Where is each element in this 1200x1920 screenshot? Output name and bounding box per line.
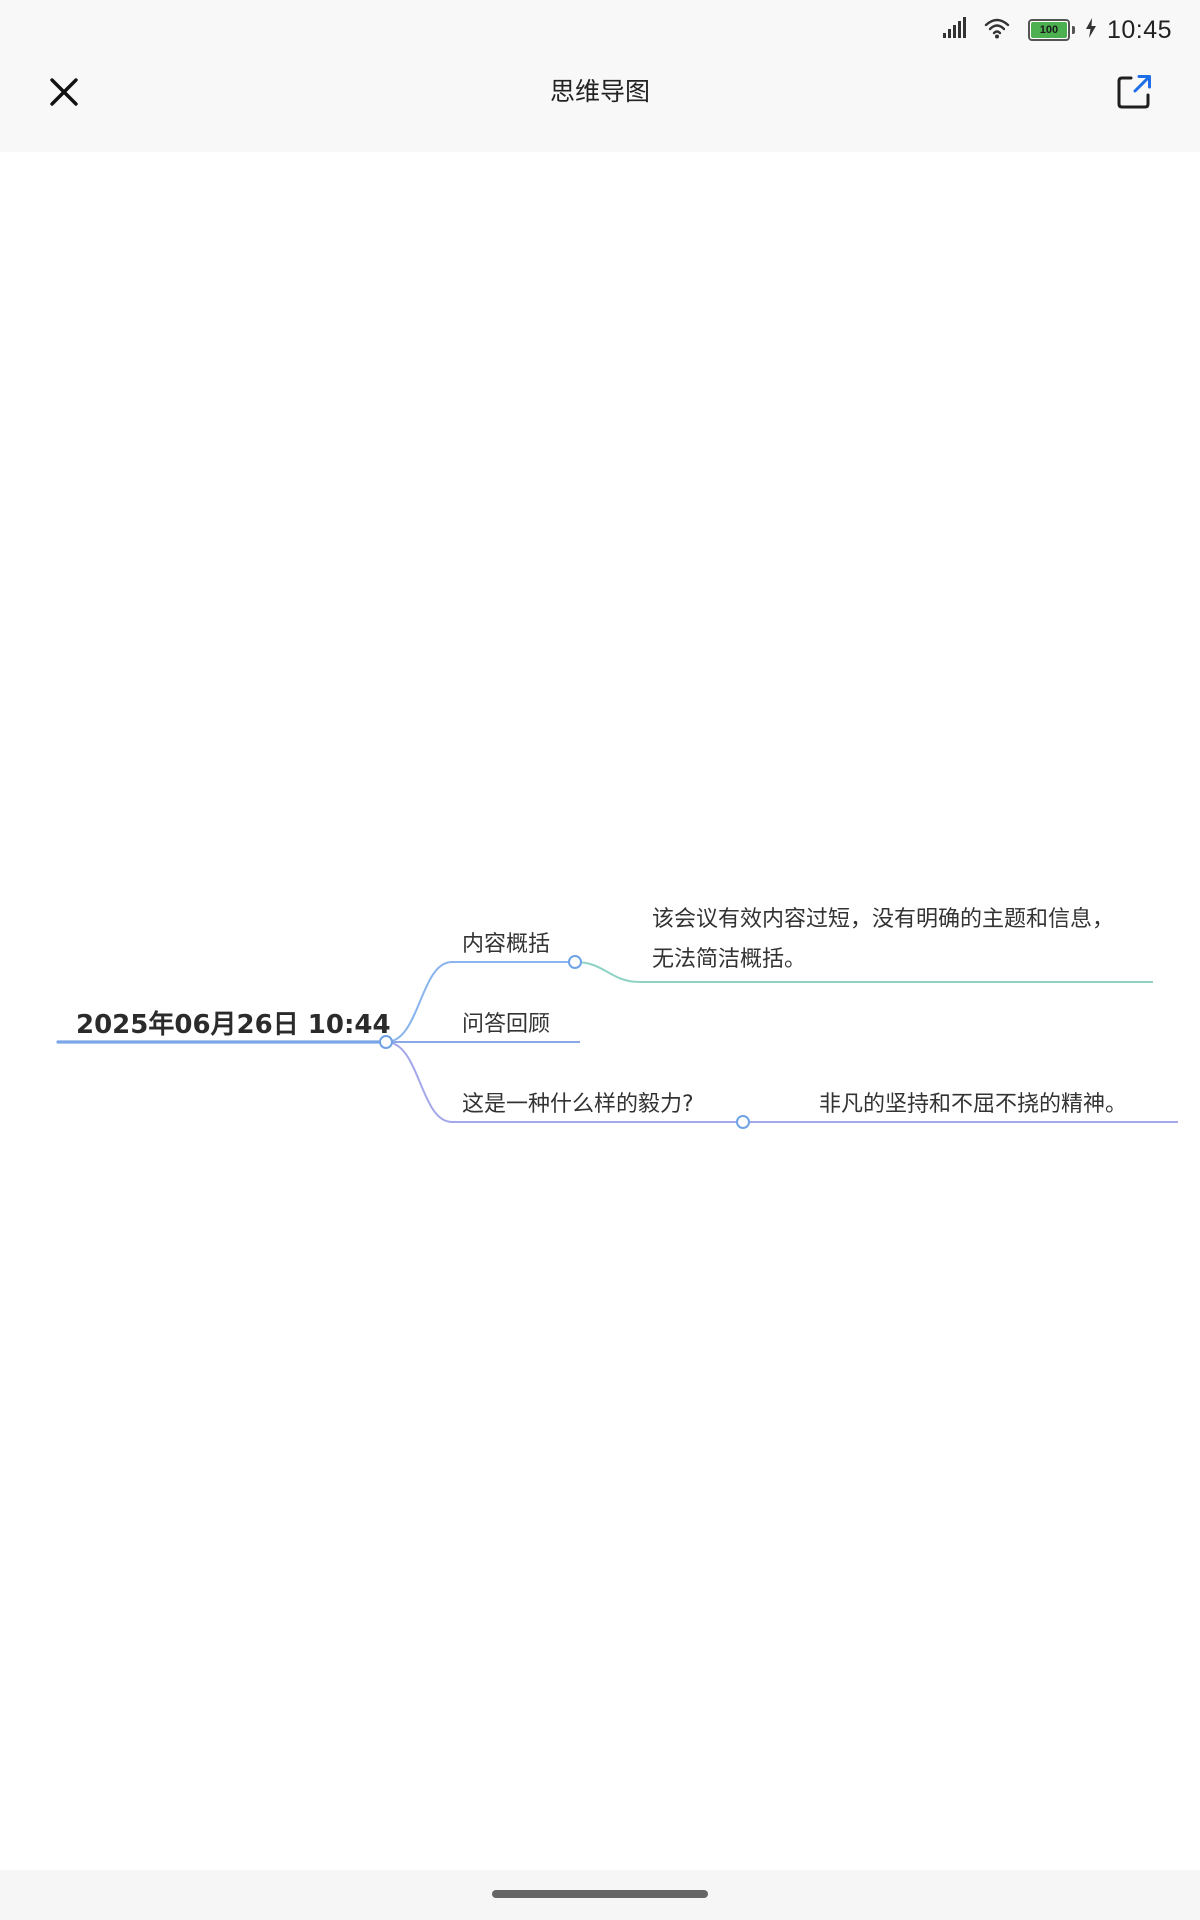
mindmap-leaf-answer[interactable]: 非凡的坚持和不屈不挠的精神。 [819, 1092, 1128, 1117]
branch-3-connector [385, 1041, 1178, 1123]
mindmap-branch-question[interactable]: 这是一种什么样的毅力? [462, 1092, 694, 1117]
battery-fill [1030, 22, 1067, 38]
mindmap-branch-qa-review[interactable]: 问答回顾 [462, 1012, 551, 1037]
page-title: 思维导图 [549, 77, 650, 106]
share-icon [1117, 75, 1151, 109]
bottom-navigation-bar [0, 1870, 1200, 1920]
mindmap-leaf-summary[interactable]: 该会议有效内容过短，没有明确的主题和信息，无法简洁概括。 [652, 907, 1115, 972]
battery-level: 100 [1039, 24, 1059, 36]
charging-icon [1085, 18, 1097, 42]
mindmap-root-node[interactable]: 2025年06月26日 10:44 [76, 1010, 391, 1040]
status-indicators: 100 10:45 [942, 12, 1172, 48]
share-button[interactable] [1108, 66, 1160, 118]
wifi-icon [984, 17, 1010, 43]
branch-3-node-circle [736, 1115, 750, 1129]
branch-1-node-circle [568, 955, 582, 969]
close-button[interactable] [38, 66, 90, 118]
signal-icon [942, 17, 968, 43]
root-node-circle [379, 1035, 393, 1049]
mindmap-branch-summary[interactable]: 内容概括 [462, 932, 551, 957]
battery-icon: 100 [1027, 19, 1070, 41]
home-indicator[interactable] [492, 1890, 708, 1898]
branch-1-leaf-connector [574, 961, 1153, 983]
close-icon [50, 78, 78, 106]
branch-1-connector [385, 961, 575, 1043]
status-time: 10:45 [1106, 15, 1172, 44]
status-bar: 100 10:45 [0, 0, 1200, 60]
battery-cap [1071, 26, 1075, 34]
top-app-bar: 思维导图 [0, 60, 1200, 152]
